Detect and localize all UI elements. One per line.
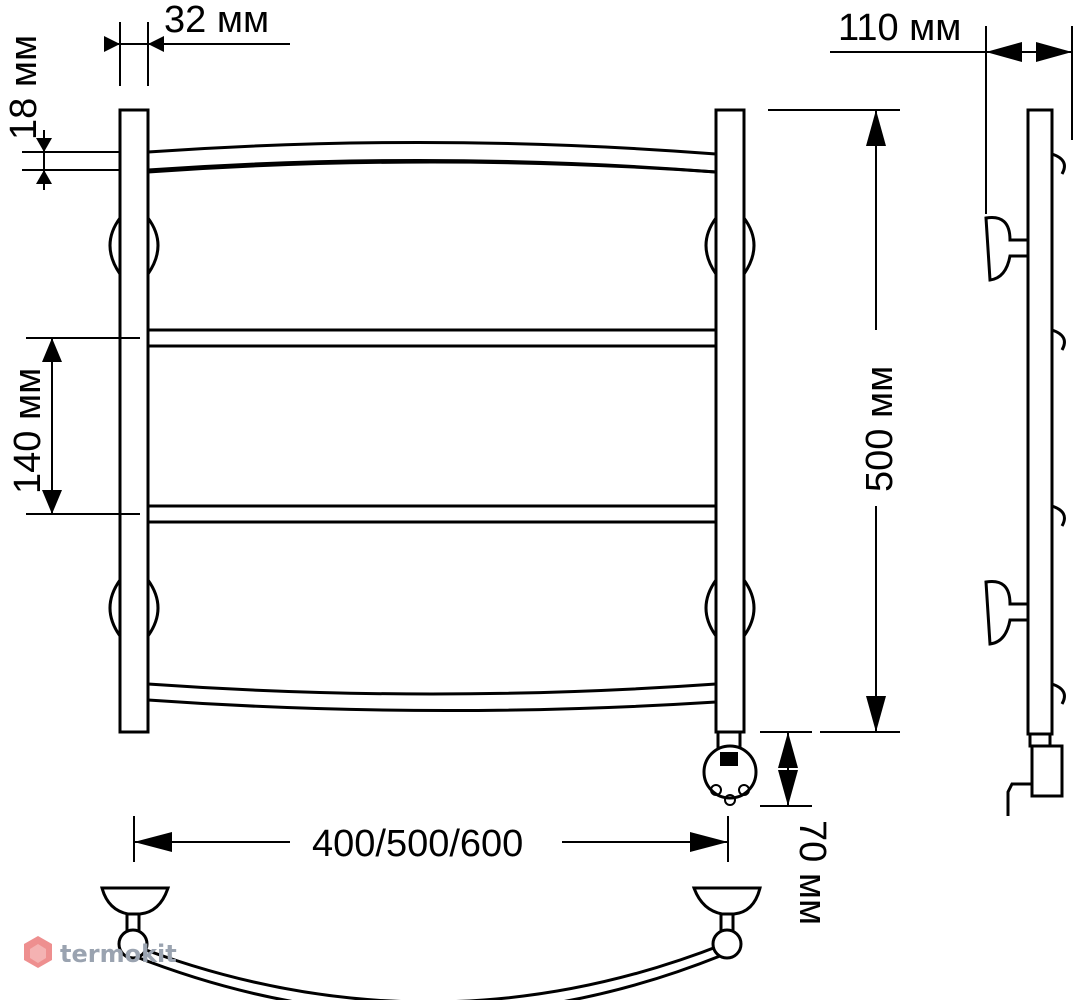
side-view: 110 мм [830,7,1073,816]
front-mounts [108,217,756,637]
dim-height: 500 мм [768,109,901,733]
dim-tube-width-label: 32 мм [164,0,269,41]
side-view-tube [1026,108,1054,736]
dim-rung-spacing-label: 140 мм [7,368,49,494]
top-rung-upper [147,140,717,156]
side-connector-neck [1028,732,1052,748]
panel-middle [146,344,718,508]
side-connector-body [1030,744,1064,798]
top-view-mount-left-joint [117,928,149,960]
mount-right-bottom-outer [704,579,718,637]
front-view [108,108,758,806]
dim-edge-offset-label: 18 мм [3,35,45,140]
dim-bottom-offset-label: 70 мм [791,820,833,925]
dim-wall-distance-label: 110 мм [838,7,961,49]
connector-plug [720,752,738,766]
connector-pin-right [738,784,750,796]
top-view [100,886,762,1000]
dim-rung-spacing: 140 мм [7,337,140,515]
dim-edge-offset: 18 мм [3,35,120,190]
side-mount-top [984,215,1030,282]
connector-pin-left [710,784,722,796]
dim-bottom-offset: 70 мм [760,731,833,925]
top-view-mount-left-cup [100,886,171,916]
mount-left-bottom-outer [108,579,122,637]
mount-right-top-inner [742,217,756,275]
left-vertical-tube [118,108,150,734]
heating-connector [702,730,758,806]
bottom-rung [147,698,717,713]
dim-height-label: 500 мм [859,366,901,492]
watermark-text: termokit [60,940,177,968]
connector-pin-bottom [724,794,736,806]
side-mount-bottom [984,579,1030,646]
mount-right-top-outer [704,217,718,275]
mount-left-bottom-inner [146,579,160,637]
mount-left-top-inner [146,217,160,275]
dim-width-label: 400/500/600 [312,823,523,865]
top-view-mount-right-cup [691,886,762,916]
right-vertical-tube [714,108,746,734]
side-nub-4 [1051,682,1066,705]
panel-bottom [146,520,718,696]
mount-right-bottom-inner [742,579,756,637]
dim-tube-width: 32 мм [104,0,290,86]
side-nub-1 [1051,152,1066,175]
side-connector-cable [1006,782,1032,816]
watermark: termokit [24,936,177,968]
dim-width: 400/500/600 [133,816,729,865]
top-view-rail-inner [133,954,721,1000]
mount-left-top-outer [108,217,122,275]
top-view-mount-right-joint [711,928,743,960]
top-view-rail-outer [129,942,725,1000]
side-nub-2 [1051,328,1066,351]
panel-top [146,160,718,332]
side-nub-3 [1051,504,1066,527]
